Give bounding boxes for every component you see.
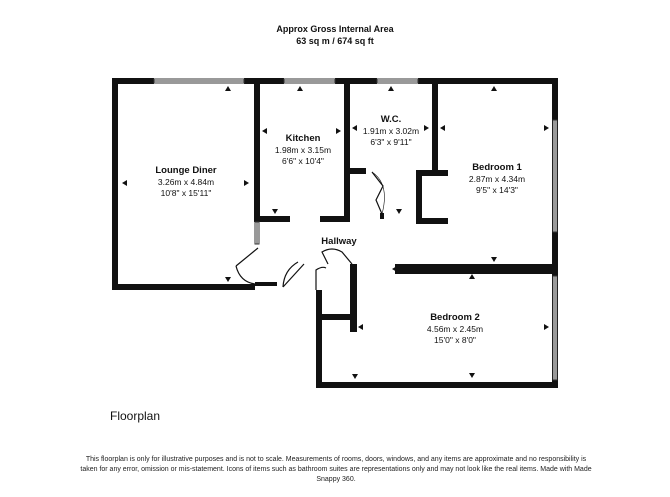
marker-lounge-right — [244, 180, 249, 186]
marker-bed1-left — [440, 125, 445, 131]
marker-bed1-bottom — [491, 257, 497, 262]
room-imperial: 6'3" x 9'11" — [370, 137, 411, 147]
marker-lounge-top — [225, 86, 231, 91]
wall-kitchen-wc — [344, 78, 350, 222]
wall-lounge-kitchen — [254, 78, 260, 222]
wall-wc-stub — [380, 213, 384, 219]
marker-kitchen-right — [336, 128, 341, 134]
marker-wc-left — [352, 125, 357, 131]
marker-bed2-bottom-left — [352, 374, 358, 379]
room-name: Bedroom 1 — [472, 162, 522, 173]
wall-top-mid — [244, 78, 284, 84]
room-name: Hallway — [321, 236, 357, 247]
room-name: Kitchen — [286, 133, 321, 144]
marker-kitchen-left — [262, 128, 267, 134]
area-value: 63 sq m / 674 sq ft — [296, 36, 374, 46]
doors — [235, 171, 385, 290]
room-imperial: 9'5" x 14'3" — [476, 185, 518, 195]
room-bedroom1-label: Bedroom 1 2.87m x 4.34m 9'5" x 14'3" — [469, 162, 525, 195]
room-bedroom2-label: Bedroom 2 4.56m x 2.45m 15'0" x 8'0" — [427, 312, 483, 345]
room-metric: 4.56m x 2.45m — [427, 324, 483, 334]
room-name: W.C. — [381, 114, 402, 125]
floorplan-label: Floorplan — [110, 409, 161, 423]
wall-wc-inner — [350, 168, 366, 174]
wall-kitchen-bottom-left — [254, 216, 290, 222]
room-imperial: 10'8" x 15'11" — [161, 188, 212, 198]
wall-bottom-lounge — [112, 284, 255, 290]
wall-bed1-bed2 — [395, 264, 558, 274]
disclaimer-text: This floorplan is only for illustrative … — [80, 456, 592, 483]
marker-lounge-bottom — [225, 277, 231, 282]
wall-bed1-jog-top — [416, 170, 448, 176]
marker-wc-bottom — [396, 209, 402, 214]
room-metric: 1.98m x 3.15m — [275, 145, 331, 155]
room-imperial: 15'0" x 8'0" — [434, 335, 476, 345]
marker-hall-right — [392, 266, 397, 272]
marker-wc-top — [388, 86, 394, 91]
door-lounge — [235, 247, 259, 267]
marker-kitchen-top — [297, 86, 303, 91]
room-hallway-label: Hallway — [321, 236, 357, 247]
marker-bed2-top — [469, 274, 475, 279]
marker-lounge-left — [122, 180, 127, 186]
room-name: Bedroom 2 — [430, 312, 480, 323]
windows — [153, 78, 558, 381]
wall-left-outer — [112, 78, 118, 290]
area-header: Approx Gross Internal Area 63 sq m / 674… — [0, 23, 670, 47]
door-wc-bifold — [371, 171, 384, 215]
marker-bed1-top — [491, 86, 497, 91]
wall-cupboard-bottom — [321, 314, 353, 320]
area-title: Approx Gross Internal Area — [276, 24, 394, 34]
door-front — [282, 263, 305, 288]
wall-top-wc-left — [335, 78, 377, 84]
wall-wc-bed1 — [432, 78, 438, 176]
wall-bottom-lounge-stub — [255, 282, 277, 286]
door-cupboard — [321, 248, 353, 265]
marker-bed2-right — [544, 324, 549, 330]
wall-bed2-bottom — [316, 382, 558, 388]
marker-wc-right — [424, 125, 429, 131]
wall-top-lounge-left — [112, 78, 154, 84]
room-metric: 1.91m x 3.02m — [363, 126, 419, 136]
wall-bed1-jog-side — [416, 170, 422, 224]
room-kitchen-label: Kitchen 1.98m x 3.15m 6'6" x 10'4" — [275, 133, 331, 166]
wall-top-right — [418, 78, 558, 84]
room-metric: 3.26m x 4.84m — [158, 177, 214, 187]
wall-bed2-left — [316, 290, 322, 388]
marker-kitchen-bottom — [272, 209, 278, 214]
measurement-markers — [122, 86, 549, 379]
room-wc-label: W.C. 1.91m x 3.02m 6'3" x 9'11" — [363, 114, 419, 147]
room-lounge-label: Lounge Diner 3.26m x 4.84m 10'8" x 15'11… — [155, 165, 217, 198]
marker-bed2-left — [358, 324, 363, 330]
marker-bed2-bottom — [469, 373, 475, 378]
wall-cupboard-right — [350, 264, 357, 332]
wall-kitchen-bottom-right — [320, 216, 350, 222]
marker-bed1-right — [544, 125, 549, 131]
room-imperial: 6'6" x 10'4" — [282, 156, 324, 166]
walls — [112, 78, 558, 388]
wall-bed1-jog-bottom — [416, 218, 448, 224]
room-metric: 2.87m x 4.34m — [469, 174, 525, 184]
room-name: Lounge Diner — [155, 165, 217, 176]
